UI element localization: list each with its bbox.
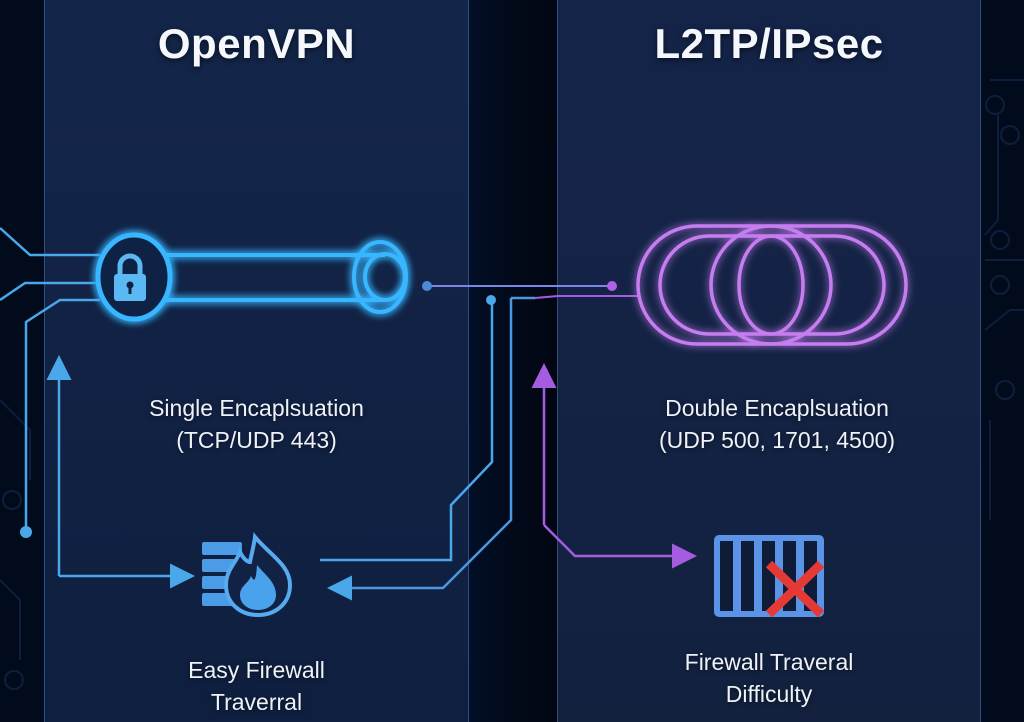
openvpn-return-trace xyxy=(320,302,494,562)
background-circuit-pattern xyxy=(0,79,1024,690)
firewall-label-line2: Traverral xyxy=(210,689,303,715)
openvpn-input-traces xyxy=(0,227,100,530)
encapsulation-label: Single Encaplsuation xyxy=(149,395,364,421)
l2tp-firewall-caption: Firewall Traveral Difficulty xyxy=(557,646,981,710)
ports-label: (UDP 500, 1701, 4500) xyxy=(658,427,896,453)
l2tp-to-firewall-arrow xyxy=(543,524,697,569)
l2tp-ipsec-title: L2TP/IPsec xyxy=(654,20,884,67)
trace-line xyxy=(534,295,640,299)
l2tp-encapsulation-caption: Double Encaplsuation (UDP 500, 1701, 450… xyxy=(557,392,997,456)
trace-node xyxy=(20,526,32,538)
firewall-label-line2: Difficulty xyxy=(725,681,813,707)
firewall-label-line1: Easy Firewall xyxy=(188,657,325,683)
openvpn-title: OpenVPN xyxy=(157,20,356,67)
openvpn-firewall-caption: Easy Firewall Traverral xyxy=(44,654,469,718)
encapsulation-label: Double Encaplsuation xyxy=(665,395,889,421)
trace-node xyxy=(422,281,432,291)
padlock-icon xyxy=(114,253,146,301)
center-divider xyxy=(469,0,557,722)
firewall-flame-icon xyxy=(202,532,293,618)
openvpn-return-arrow xyxy=(332,296,535,588)
trace-node xyxy=(486,295,496,305)
openvpn-encapsulation-caption: Single Encaplsuation (TCP/UDP 443) xyxy=(44,392,469,456)
double-ring-tunnel-icon xyxy=(636,224,908,346)
ports-label: (TCP/UDP 443) xyxy=(176,427,337,453)
blocked-firewall-icon xyxy=(714,535,825,618)
trace-node xyxy=(607,281,617,291)
inter-tunnel-traces xyxy=(410,265,640,299)
firewall-label-line1: Firewall Traveral xyxy=(684,649,854,675)
block-x-icon xyxy=(765,560,825,618)
